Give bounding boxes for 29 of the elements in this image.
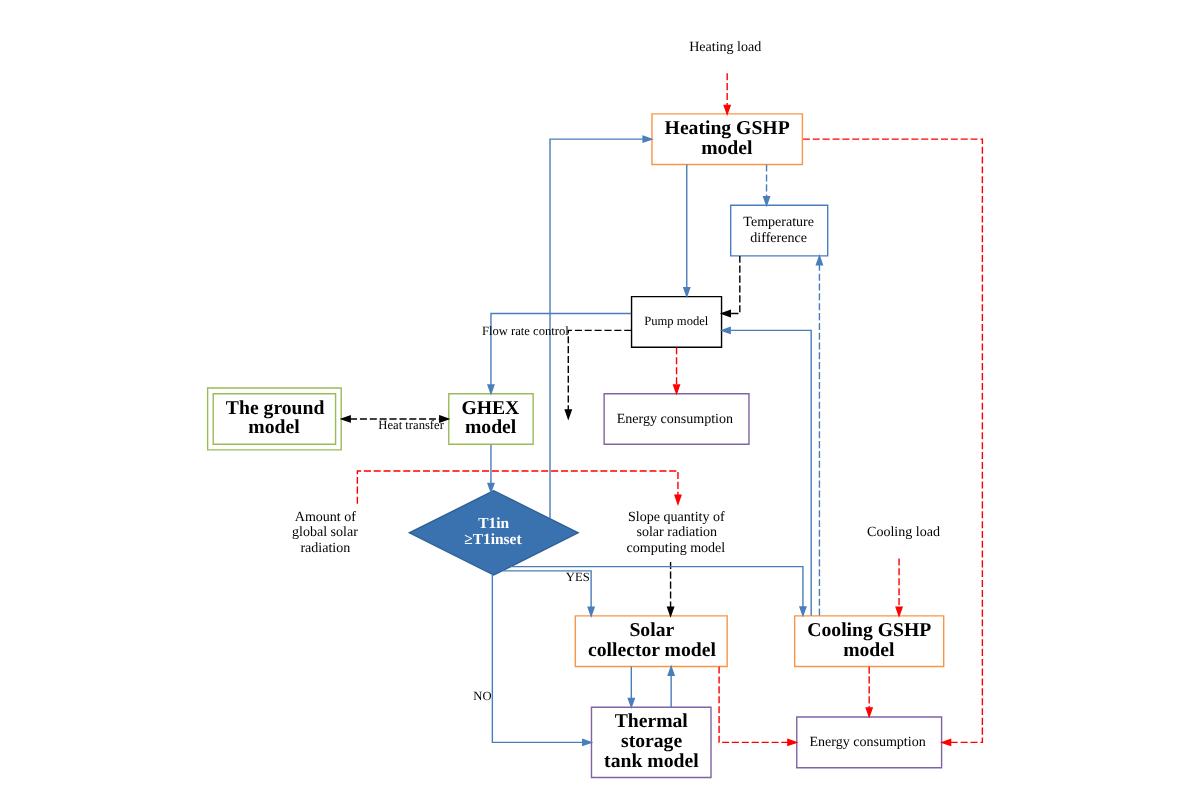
- arrow: [719, 326, 812, 617]
- arrow: [510, 565, 807, 618]
- arrow: [339, 415, 451, 423]
- node-box: Thermal storage tank model: [590, 706, 712, 779]
- arrow: [718, 666, 799, 747]
- arrow: [564, 329, 632, 421]
- arrow: [491, 574, 594, 747]
- arrow: [895, 557, 903, 618]
- arrow: [356, 470, 682, 506]
- arrow: [549, 135, 654, 520]
- arrow: [762, 163, 771, 208]
- node-box: GHEX model: [448, 392, 534, 445]
- arrow: [502, 570, 596, 618]
- arrow: [815, 254, 824, 617]
- arrow: [723, 72, 732, 116]
- arrow: [682, 163, 691, 299]
- node-box: The ground model: [206, 387, 342, 451]
- arrow: [487, 444, 495, 495]
- arrow: [487, 312, 632, 396]
- arrow: [672, 346, 681, 396]
- node-box: Cooling GSHP model: [793, 615, 945, 668]
- arrow: [802, 138, 984, 747]
- arrow: [627, 666, 636, 710]
- arrow: [666, 561, 675, 618]
- arrow: [667, 664, 676, 708]
- node-box: Solar collector model: [574, 615, 728, 668]
- arrow: [865, 666, 874, 719]
- arrow: [719, 255, 741, 318]
- node-box: Heating GSHP model: [651, 113, 804, 166]
